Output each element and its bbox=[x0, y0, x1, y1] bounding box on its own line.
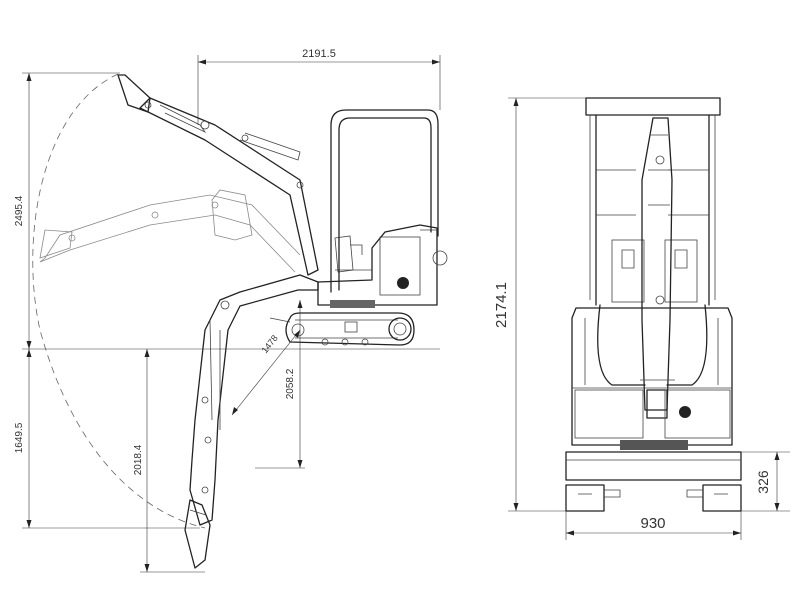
boom-raised bbox=[117, 74, 319, 276]
boom-lowered bbox=[184, 274, 319, 569]
front-undercarriage bbox=[565, 451, 742, 512]
front-view: 2174.1 326 930 bbox=[493, 97, 790, 540]
working-range-arc bbox=[32, 73, 206, 529]
dim-label-ground-clearance: 326 bbox=[755, 470, 771, 494]
crawler-track bbox=[269, 312, 415, 346]
dim-label-dig-depth: 1649.5 bbox=[14, 422, 25, 453]
excavator-body bbox=[317, 224, 448, 308]
front-upper-structure bbox=[571, 304, 733, 446]
front-slewing-ring bbox=[620, 440, 688, 450]
dim-label-vertical-dig-depth: 2018.4 bbox=[133, 444, 144, 475]
dim-label-overall-width: 930 bbox=[640, 515, 665, 532]
canopy-frame bbox=[330, 109, 439, 293]
dim-label-overall-height: 2174.1 bbox=[493, 282, 510, 328]
front-dimension-lines bbox=[508, 97, 790, 540]
dim-label-reach: 2058.2 bbox=[285, 368, 296, 399]
dim-label-cab-length: 2191.5 bbox=[302, 48, 336, 60]
front-canopy bbox=[585, 97, 721, 306]
side-dimension-lines bbox=[22, 55, 441, 573]
boom-horizontal bbox=[39, 189, 301, 273]
dim-label-max-height: 2495.4 bbox=[14, 195, 25, 226]
side-view: 2191.5 2495.4 1649.5 2018.4 2058.2 1478 bbox=[14, 48, 448, 573]
front-boom bbox=[640, 117, 675, 419]
front-seat bbox=[611, 239, 698, 303]
dim-label-boom-radius: 1478 bbox=[260, 333, 280, 355]
